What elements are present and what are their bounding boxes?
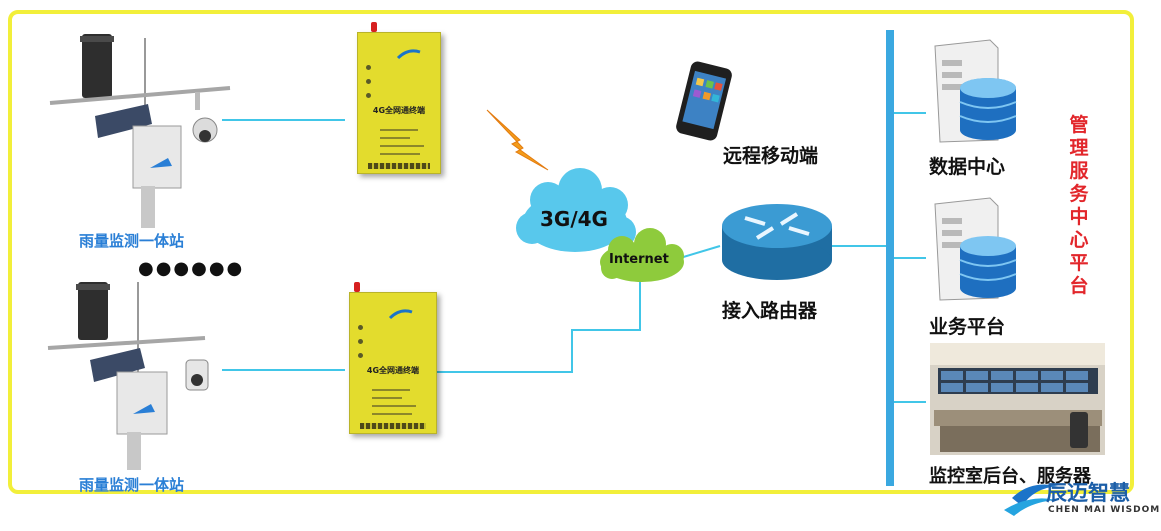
terminal-logo-icon: [388, 307, 414, 321]
brand-name: 辰迈智慧: [1046, 481, 1130, 505]
internet-cloud-icon: [600, 228, 684, 282]
wire-terminal2-internet: [437, 280, 641, 373]
management-center-title: 管 理 服 务 中 心 平 台: [1064, 114, 1094, 298]
wire-cloud-router: [679, 245, 721, 259]
business-platform-server-icon: [934, 197, 1017, 301]
side-title-char: 心: [1069, 229, 1089, 251]
terminal-connector: [368, 163, 430, 169]
side-title-char: 理: [1069, 137, 1089, 159]
mobile-label: 远程移动端: [723, 145, 819, 167]
led-icon: [366, 79, 371, 84]
data-center-server-icon: [934, 39, 1017, 143]
rain-station-1-icon: [49, 34, 231, 228]
led-icon: [358, 325, 363, 330]
brand-name-en: CHEN MAI WISDOM: [1048, 505, 1161, 515]
side-title-char: 务: [1069, 183, 1089, 205]
terminal-1: 4G全网通终端: [357, 32, 441, 174]
diagram-frame: [8, 10, 1134, 494]
side-title-char: 平: [1069, 252, 1089, 274]
internet-label: Internet: [609, 252, 669, 267]
brand-logo-icon: [1004, 484, 1058, 516]
terminal-title: 4G全网通终端: [372, 106, 426, 115]
router-icon: [722, 204, 832, 280]
led-icon: [366, 93, 371, 98]
monitor-room-image: [930, 343, 1105, 455]
terminal-connector: [360, 423, 426, 429]
led-icon: [358, 339, 363, 344]
wireless-signal-icon: [486, 109, 549, 171]
led-icon: [366, 65, 371, 70]
antenna-icon: [354, 282, 360, 292]
mobile-phone-icon: [676, 61, 732, 141]
router-label: 接入路由器: [722, 300, 818, 322]
station-2-label: 雨量监测一体站: [79, 476, 185, 494]
side-title-char: 中: [1069, 206, 1089, 228]
monitor-room-label: 监控室后台、服务器: [929, 466, 1091, 487]
terminal-logo-icon: [396, 47, 422, 61]
side-title-char: 服: [1069, 160, 1089, 182]
cellular-cloud-icon: [516, 168, 636, 252]
station-1-label: 雨量监测一体站: [79, 232, 185, 250]
led-icon: [358, 353, 363, 358]
cellular-label: 3G/4G: [540, 207, 608, 231]
data-center-label: 数据中心: [929, 156, 1006, 178]
side-title-char: 台: [1069, 275, 1089, 297]
business-platform-label: 业务平台: [929, 316, 1006, 338]
antenna-icon: [371, 22, 377, 32]
side-title-char: 管: [1069, 114, 1089, 136]
terminal-title: 4G全网通终端: [366, 366, 420, 375]
rain-station-2-icon: [47, 282, 209, 470]
terminal-2: 4G全网通终端: [349, 292, 437, 434]
platform-bus: [886, 30, 894, 486]
station-ellipsis: ●●●●●●: [138, 258, 245, 279]
